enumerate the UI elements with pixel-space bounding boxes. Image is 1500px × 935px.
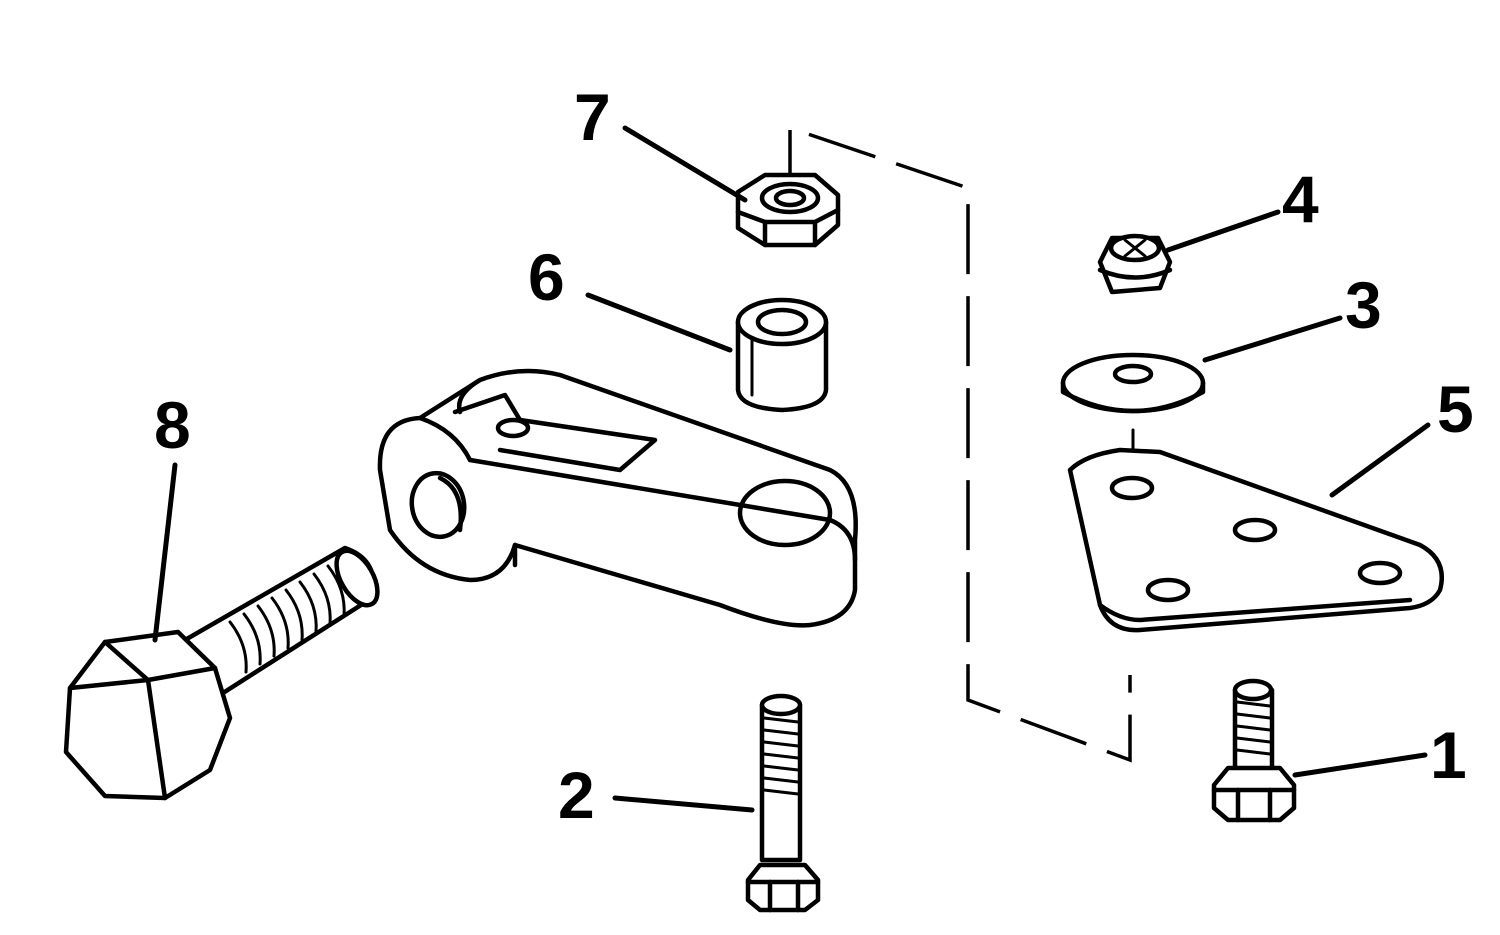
- assembly-dashed-line: [788, 125, 1132, 763]
- part-2-long-screw: [745, 693, 821, 913]
- callout-label-2: 2: [558, 758, 595, 832]
- part-4-flange-nut: [1097, 233, 1173, 295]
- part-1-short-screw: [1211, 678, 1297, 823]
- callout-label-3: 3: [1345, 268, 1382, 342]
- part-7-hex-nut: [735, 172, 841, 248]
- callout-label-5: 5: [1437, 372, 1474, 446]
- leader-lines: [152, 125, 1431, 813]
- callout-label-8: 8: [154, 388, 191, 462]
- callout-label-6: 6: [528, 240, 565, 314]
- callout-label-7: 7: [574, 80, 611, 154]
- part-3-washer: [1060, 352, 1206, 414]
- part-8-hex-bolt: [63, 545, 380, 801]
- part-6-spacer: [735, 297, 829, 413]
- callout-label-1: 1: [1430, 718, 1467, 792]
- lever-arm: [377, 368, 858, 628]
- part-5-triangular-plate: [1067, 447, 1444, 633]
- callout-label-4: 4: [1282, 162, 1319, 236]
